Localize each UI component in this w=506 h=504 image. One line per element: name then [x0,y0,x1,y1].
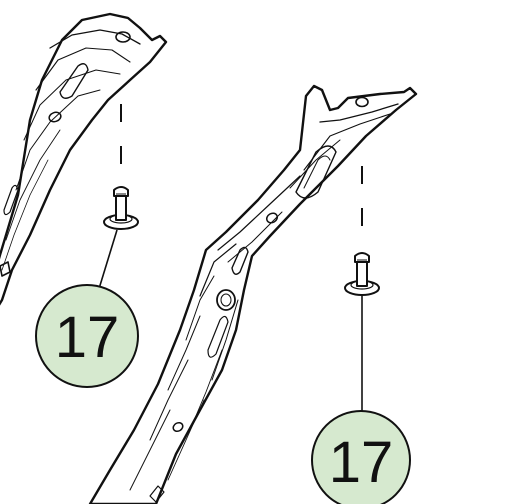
right-bracket [88,84,418,504]
left-bracket [0,12,168,306]
fastener-right [344,166,380,296]
callout-label-right: 17 [329,430,394,495]
leader-line-left [97,229,118,293]
callout-right: 17 [311,296,411,504]
fastener-left [103,104,139,230]
callout-label-left: 17 [55,305,120,370]
callout-bubble-left [35,284,139,388]
callout-left: 17 [35,229,139,388]
callout-bubble-right [311,410,411,504]
